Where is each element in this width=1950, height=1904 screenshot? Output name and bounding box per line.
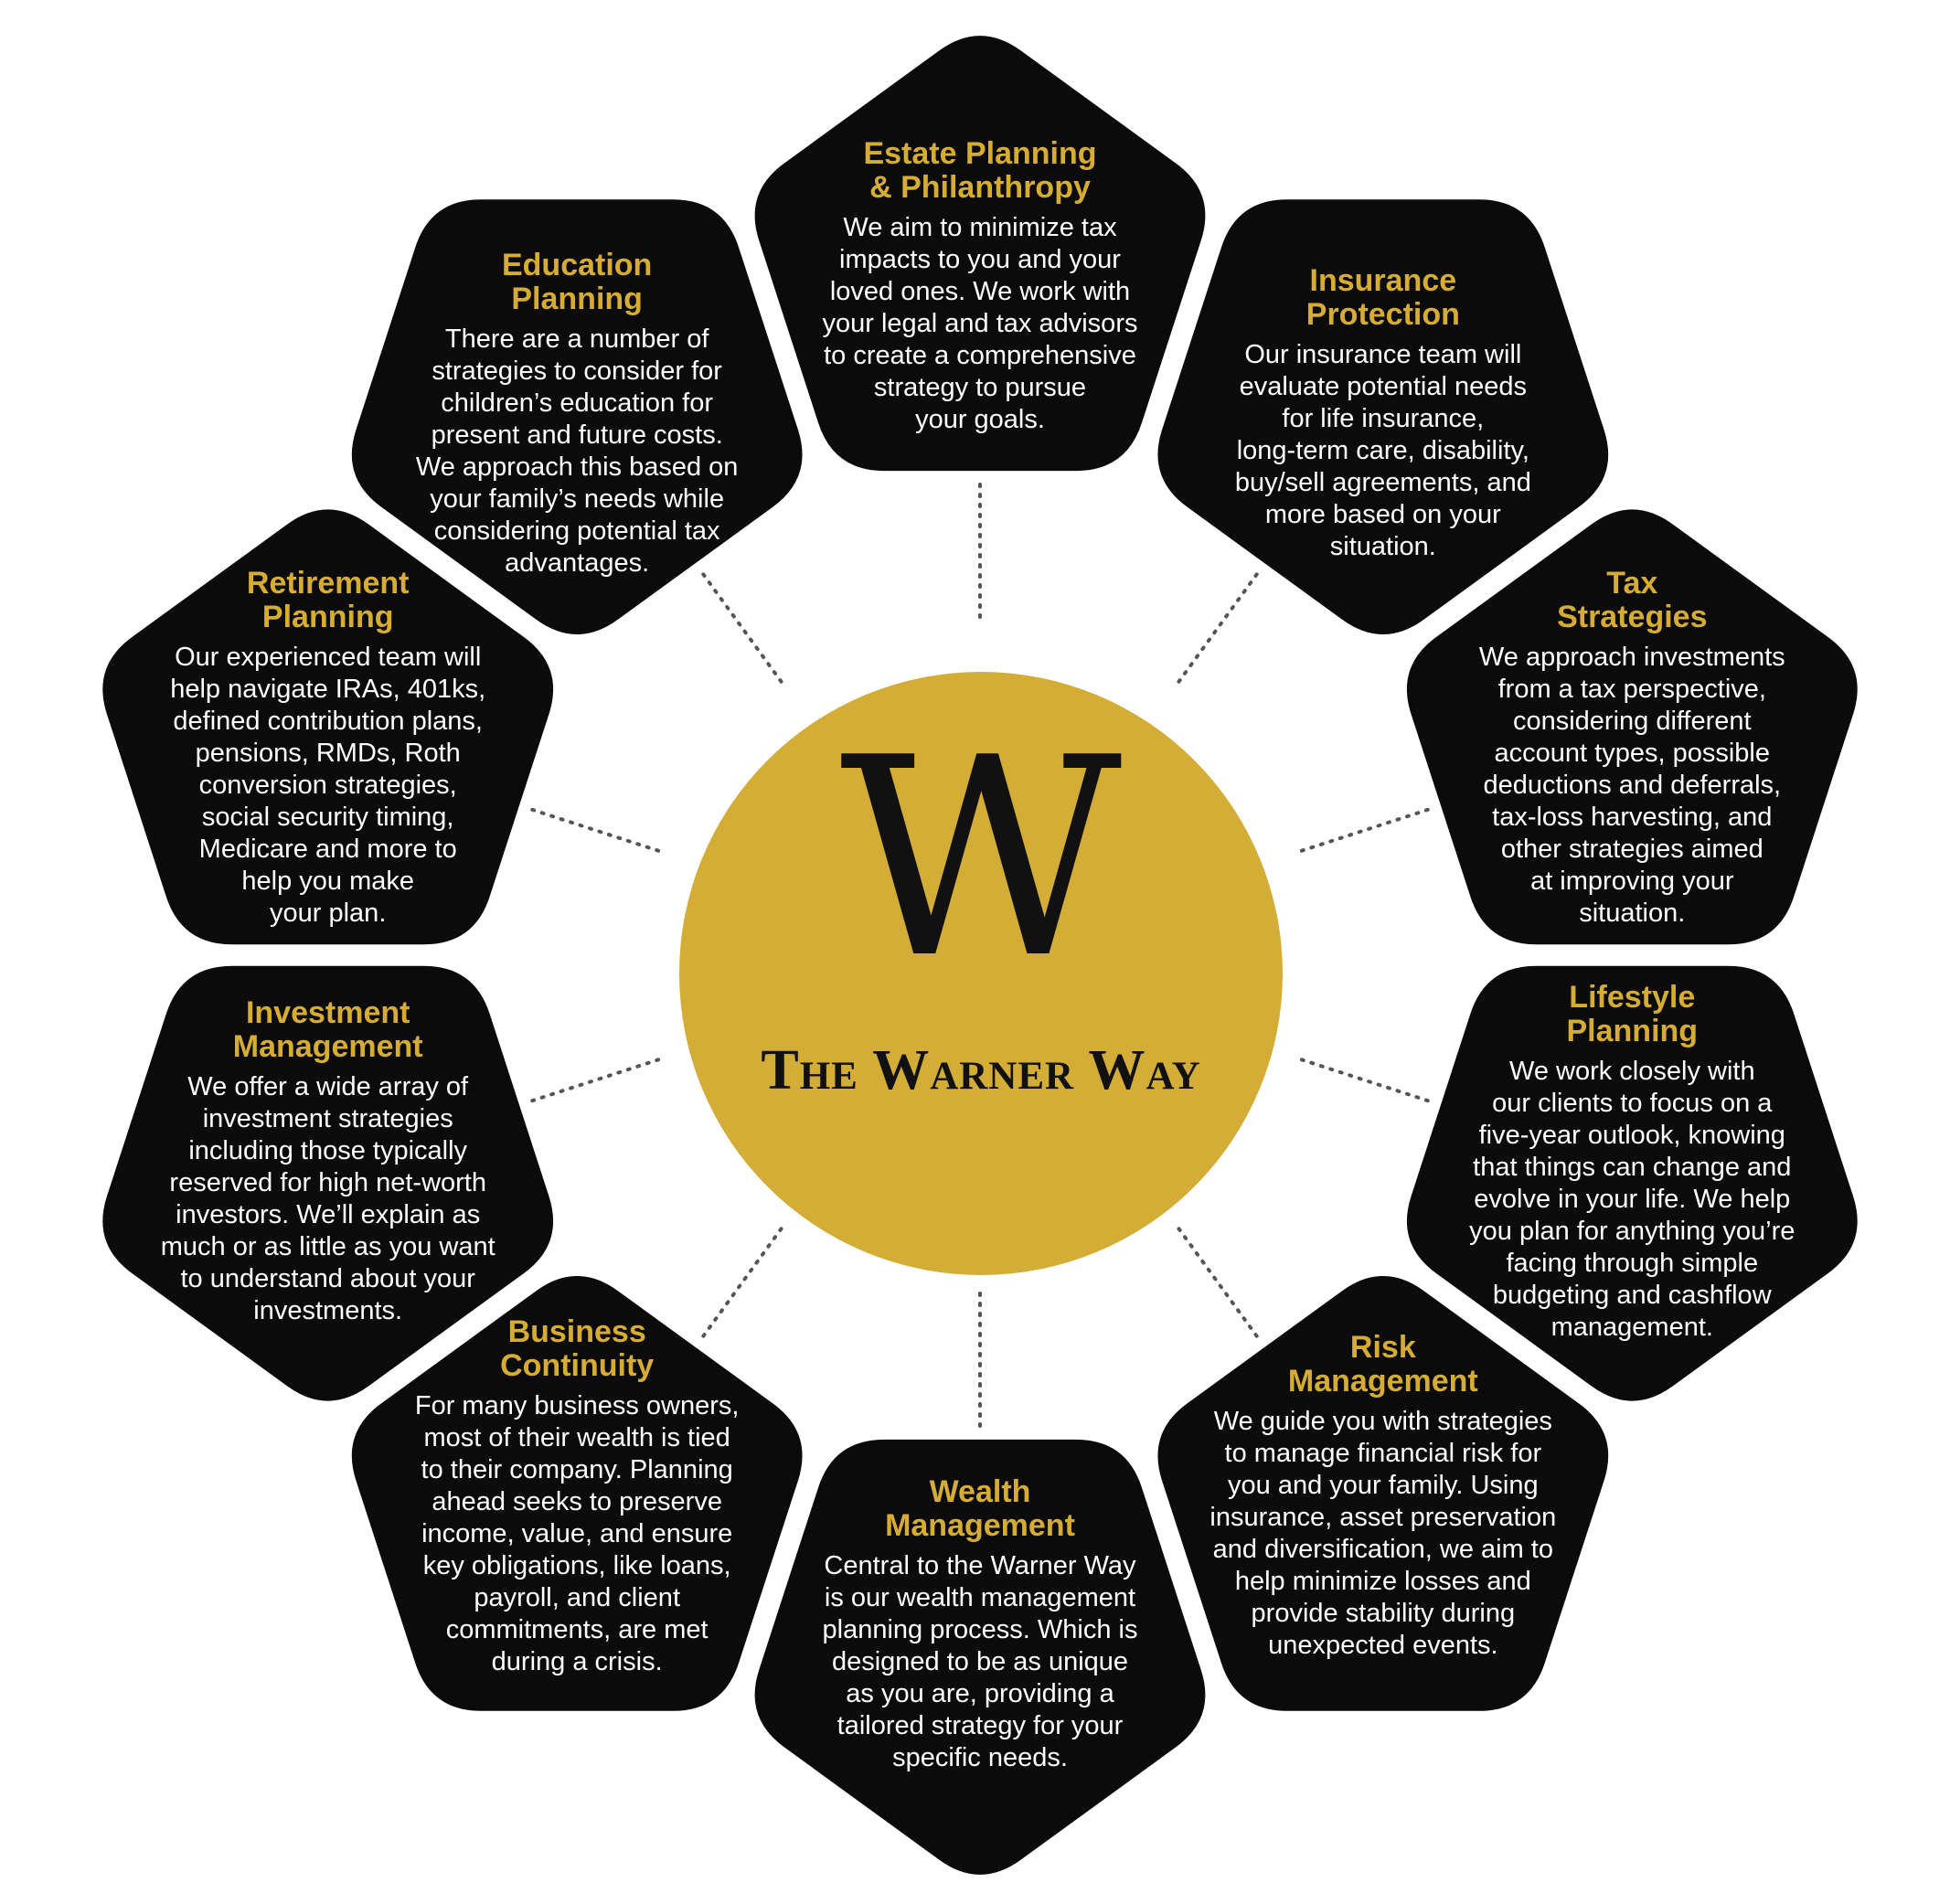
panel-title-estate-planning: Estate Planning & Philanthropy (863, 135, 1097, 205)
panel-body-risk-management: We guide you with strategies to manage f… (1209, 1407, 1557, 1661)
panel-investment-management (102, 965, 554, 1401)
connector-investment-management (526, 1058, 661, 1104)
panel-body-tax-strategies: We approach investments from a tax persp… (1478, 643, 1785, 929)
center-logo-letter: W (839, 699, 1123, 1018)
connector-education-planning (698, 569, 783, 684)
panel-body-investment-management: We offer a wide array of investment stra… (160, 1072, 495, 1326)
panel-retirement-planning (102, 509, 554, 945)
connector-lifestyle-planning (1299, 1058, 1434, 1104)
panel-body-lifestyle-planning: We work closely with our clients to focu… (1469, 1056, 1795, 1342)
panel-title-retirement-planning: Retirement Planning (246, 566, 410, 635)
connector-tax-strategies (1299, 806, 1434, 853)
panel-estate-planning (754, 36, 1206, 472)
panel-body-business-continuity: For many business owners, most of their … (414, 1390, 740, 1676)
panel-title-investment-management: Investment Management (232, 995, 423, 1065)
panel-lifestyle-planning (1406, 965, 1858, 1401)
center-circle (679, 672, 1283, 1275)
panel-body-estate-planning: We aim to minimize tax impacts to you an… (822, 212, 1138, 434)
panel-title-education-planning: Education Planning (501, 247, 653, 316)
panel-title-risk-management: Risk Management (1287, 1330, 1478, 1399)
panel-business-continuity (351, 1275, 803, 1711)
panel-education-planning (351, 199, 803, 635)
panel-tax-strategies (1406, 509, 1858, 945)
panel-title-tax-strategies: Tax Strategies (1557, 566, 1708, 635)
connector-retirement-planning (526, 806, 661, 853)
panel-insurance-protection (1157, 199, 1609, 635)
center-title: The Warner Way (761, 1039, 1201, 1101)
panel-title-lifestyle-planning: Lifestyle Planning (1566, 979, 1699, 1048)
panel-wealth-management (754, 1439, 1206, 1875)
panel-title-insurance-protection: Insurance Protection (1305, 263, 1460, 333)
panel-body-education-planning: There are a number of strategies to cons… (415, 324, 739, 578)
panel-text-risk-management: Risk Management We guide you with strateg… (1187, 1331, 1580, 1662)
panel-risk-management (1157, 1275, 1609, 1711)
panel-body-retirement-planning: Our experienced team will help navigate … (170, 643, 486, 929)
panel-body-wealth-management: Central to the Warner Way is our wealth … (822, 1550, 1138, 1772)
connector-risk-management (1177, 1227, 1262, 1342)
connector-business-continuity (698, 1227, 783, 1342)
panel-title-business-continuity: Business Continuity (500, 1314, 655, 1383)
panel-title-wealth-management: Wealth Management (885, 1473, 1075, 1543)
panel-body-insurance-protection: Our insurance team will evaluate potenti… (1234, 340, 1531, 562)
panel-text-tax-strategies: Tax Strategies We approach investments fr… (1435, 567, 1828, 930)
panel-text-lifestyle-planning: Lifestyle Planning We work closely with o… (1435, 979, 1828, 1344)
connector-insurance-protection (1177, 569, 1262, 684)
